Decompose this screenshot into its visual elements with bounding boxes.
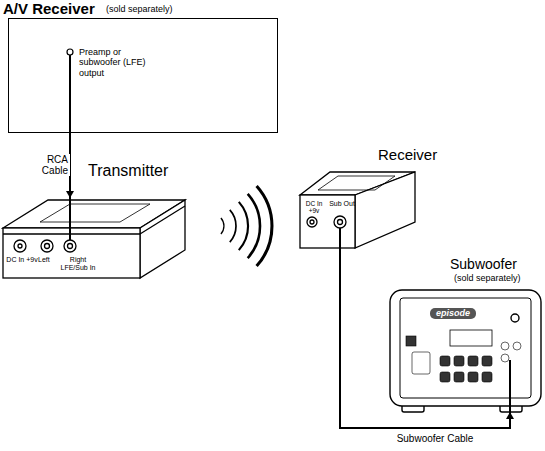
- node-heading: Transmitter: [88, 162, 168, 180]
- jack-label: Right LFE/Sub In: [60, 256, 96, 271]
- terminal: [454, 372, 464, 382]
- power-socket: [412, 352, 430, 374]
- wave-arc: [239, 202, 248, 250]
- jack-label: Sub Out: [328, 200, 356, 208]
- av-receiver-box: A/V Receiver(sold separately)Preamp or s…: [8, 18, 278, 133]
- arrowhead: [506, 412, 514, 419]
- jack: [501, 354, 509, 362]
- terminal: [468, 356, 478, 366]
- node-text: (sold separately): [454, 273, 521, 283]
- jack-label: Left: [38, 256, 50, 264]
- switch: [406, 336, 416, 346]
- wave-arc: [221, 218, 224, 234]
- terminal: [440, 356, 450, 366]
- rca-wire: [69, 55, 71, 133]
- jack-label: DC In +9v: [6, 256, 38, 264]
- jack-label: DC In +9v: [301, 200, 327, 214]
- jack: [501, 342, 509, 350]
- wave-arc: [230, 210, 236, 242]
- node-text: (sold separately): [106, 4, 173, 14]
- jack: [513, 342, 521, 350]
- terminal: [482, 356, 492, 366]
- cable-label: Subwoofer Cable: [395, 433, 476, 444]
- rca-wire: [69, 198, 71, 240]
- arrowhead: [66, 191, 74, 198]
- panel-controls: [406, 336, 521, 382]
- receiver-body: [300, 172, 415, 248]
- node-heading: Subwoofer: [450, 256, 517, 272]
- node-heading: Receiver: [378, 146, 437, 163]
- terminal: [454, 356, 464, 366]
- node-heading: A/V Receiver: [3, 0, 95, 17]
- terminal: [440, 372, 450, 382]
- wave-arc: [248, 194, 260, 258]
- node-text: Preamp or subwoofer (LFE) output: [79, 47, 151, 78]
- wireless-waves: [221, 186, 272, 266]
- wave-arc: [257, 186, 272, 266]
- cable-label: RCA Cable: [30, 154, 70, 176]
- sub-cable: [339, 228, 341, 252]
- output-jack: [67, 49, 73, 55]
- subwoofer-housing: [390, 290, 541, 412]
- terminal: [482, 372, 492, 382]
- transmitter-body: [3, 200, 185, 278]
- brand-logo: episode: [436, 309, 470, 319]
- sub-cable: [509, 360, 511, 412]
- subwoofer-box: Subwoofer(sold separately): [388, 256, 543, 412]
- terminal: [468, 372, 478, 382]
